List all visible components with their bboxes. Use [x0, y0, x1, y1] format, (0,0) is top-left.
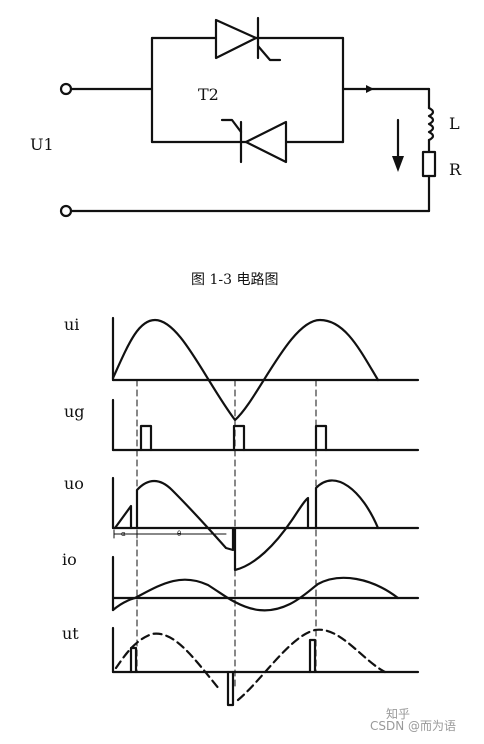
thyristor-reverse [220, 118, 288, 164]
watermark-prefix: 知乎 [386, 707, 411, 721]
thyristor-forward [214, 16, 282, 62]
current-direction-arrow-head [392, 156, 404, 172]
waveform-label-ui: ui [64, 315, 80, 334]
thyristor-label: T2 [198, 85, 219, 104]
resistor-label: R [449, 160, 462, 179]
trace-uo [111, 476, 420, 572]
trace-ui [111, 316, 420, 422]
resistor [421, 150, 437, 178]
trace-io [111, 555, 420, 612]
input-terminal-top [59, 82, 73, 96]
current-arrow-head [366, 85, 374, 93]
alpha-label: α [121, 530, 126, 538]
theta-label: θ [177, 530, 182, 538]
waveform-label-io: io [62, 550, 77, 569]
input-voltage-label: U1 [30, 135, 54, 154]
waveform-chart [111, 316, 420, 707]
waveform-label-ut: ut [62, 624, 79, 643]
waveform-label-uo: uo [64, 474, 84, 493]
figure-caption: 图 1-3 电路图 [191, 272, 279, 288]
inductor [427, 106, 435, 142]
trace-ut [111, 626, 420, 707]
waveform-label-ug: ug [64, 402, 85, 421]
input-terminal-bottom [59, 204, 73, 218]
trace-ug [111, 398, 420, 452]
inductor-label: L [449, 114, 460, 133]
watermark: CSDN @而为语 [370, 719, 457, 733]
circuit-diagram [59, 16, 437, 218]
